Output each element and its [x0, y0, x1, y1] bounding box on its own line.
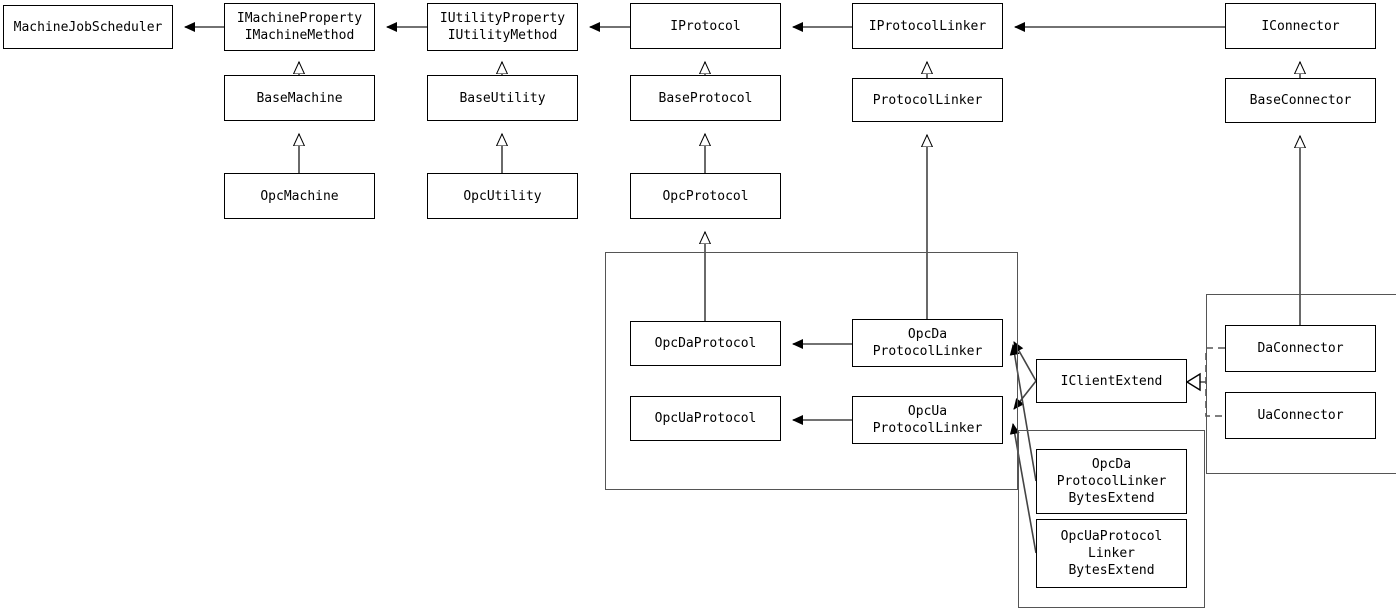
class-imachine-property-method[interactable]: IMachineProperty IMachineMethod	[224, 3, 375, 51]
class-label: OpcUa ProtocolLinker	[872, 404, 983, 436]
class-opc-utility[interactable]: OpcUtility	[427, 173, 578, 219]
class-label: IProtocolLinker	[868, 18, 987, 34]
class-opc-protocol[interactable]: OpcProtocol	[630, 173, 781, 219]
class-label: ProtocolLinker	[872, 92, 983, 108]
class-label: BaseMachine	[256, 90, 343, 106]
class-ua-connector[interactable]: UaConnector	[1225, 392, 1376, 439]
class-label: MachineJobScheduler	[13, 19, 163, 35]
class-label: OpcDaProtocol	[654, 336, 757, 351]
class-label: BaseConnector	[1249, 93, 1352, 108]
class-base-protocol[interactable]: BaseProtocol	[630, 75, 781, 121]
class-label: OpcUaProtocol Linker BytesExtend	[1060, 529, 1163, 578]
class-label: OpcDa ProtocolLinker	[872, 327, 983, 359]
class-base-utility[interactable]: BaseUtility	[427, 75, 578, 121]
class-base-machine[interactable]: BaseMachine	[224, 75, 375, 121]
class-da-connector[interactable]: DaConnector	[1225, 325, 1376, 372]
group-connectors	[1206, 294, 1396, 474]
class-label: OpcMachine	[260, 188, 339, 204]
class-machine-job-scheduler[interactable]: MachineJobScheduler	[3, 5, 173, 49]
class-iclient-extend[interactable]: IClientExtend	[1036, 359, 1187, 403]
class-base-connector[interactable]: BaseConnector	[1225, 78, 1376, 123]
class-opc-ua-protocol[interactable]: OpcUaProtocol	[630, 396, 781, 441]
class-opc-da-protocol[interactable]: OpcDaProtocol	[630, 321, 781, 366]
class-label: BaseUtility	[459, 90, 546, 106]
class-label: OpcUaProtocol	[654, 411, 757, 426]
class-label: OpcDa ProtocolLinker BytesExtend	[1056, 457, 1167, 506]
class-label: DaConnector	[1257, 341, 1344, 356]
class-opc-ua-protocol-linker-bytes-extend[interactable]: OpcUaProtocol Linker BytesExtend	[1036, 519, 1187, 588]
class-iprotocol[interactable]: IProtocol	[630, 3, 781, 49]
class-label: OpcProtocol	[662, 188, 749, 204]
class-opc-da-protocol-linker[interactable]: OpcDa ProtocolLinker	[852, 319, 1003, 367]
class-opc-ua-protocol-linker[interactable]: OpcUa ProtocolLinker	[852, 396, 1003, 444]
class-protocol-linker[interactable]: ProtocolLinker	[852, 78, 1003, 122]
class-label: OpcUtility	[463, 188, 542, 204]
class-iprotocol-linker[interactable]: IProtocolLinker	[852, 3, 1003, 49]
class-label: IMachineProperty IMachineMethod	[236, 11, 363, 43]
realization-triangle	[1185, 372, 1201, 392]
group-opc-protocols	[605, 252, 1018, 490]
class-opc-machine[interactable]: OpcMachine	[224, 173, 375, 219]
class-label: UaConnector	[1257, 408, 1344, 423]
class-label: IProtocol	[670, 18, 741, 34]
class-iutility-property-method[interactable]: IUtilityProperty IUtilityMethod	[427, 3, 578, 51]
class-label: IClientExtend	[1060, 373, 1163, 389]
class-label: IUtilityProperty IUtilityMethod	[439, 11, 566, 43]
class-iconnector[interactable]: IConnector	[1225, 3, 1376, 49]
class-label: IConnector	[1261, 18, 1340, 34]
class-opc-da-protocol-linker-bytes-extend[interactable]: OpcDa ProtocolLinker BytesExtend	[1036, 449, 1187, 514]
class-label: BaseProtocol	[658, 90, 753, 106]
